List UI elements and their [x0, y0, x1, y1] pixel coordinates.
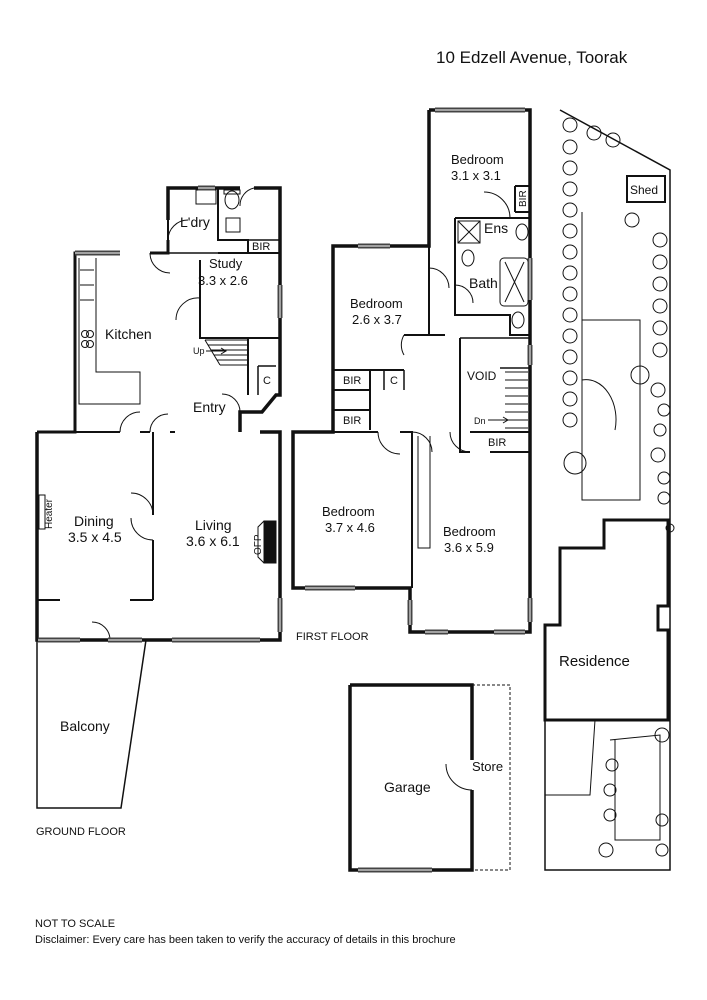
room-study-size: 3.3 x 2.6 [198, 273, 248, 288]
heater-label: Heater [44, 498, 55, 529]
room-bedroom4-label: Bedroom [443, 524, 496, 539]
room-bedroom1-size: 3.1 x 3.1 [451, 168, 501, 183]
room-bedroom2-label: Bedroom [350, 296, 403, 311]
ground-floor-caption: GROUND FLOOR [36, 826, 126, 838]
room-living-size: 3.6 x 6.1 [186, 533, 240, 549]
room-dining-size: 3.5 x 4.5 [68, 529, 122, 545]
room-bedroom2-size: 2.6 x 3.7 [352, 312, 402, 327]
shed-label: Shed [630, 183, 658, 197]
stairs-up-label: Up [193, 346, 205, 356]
room-bir-c-label: BIR [488, 437, 506, 449]
disclaimer-text: Disclaimer: Every care has been taken to… [35, 934, 456, 946]
room-bir-b-label: BIR [343, 415, 361, 427]
room-bedroom4-size: 3.6 x 5.9 [444, 540, 494, 555]
room-store-label: Store [472, 759, 503, 774]
room-kitchen-label: Kitchen [105, 326, 152, 342]
room-bir-ground-label: BIR [252, 241, 270, 253]
fireplace-label: OFP [253, 534, 264, 555]
room-bir-a-label: BIR [343, 375, 361, 387]
room-bir-bedroom1-label: BIR [518, 190, 529, 207]
tree-icons [562, 117, 675, 858]
room-garage-label: Garage [384, 779, 431, 795]
room-ensuite-label: Ens [484, 220, 508, 236]
room-bedroom1-label: Bedroom [451, 152, 504, 167]
first-floor-plan [291, 107, 533, 635]
room-living-label: Living [195, 517, 232, 533]
void-label: VOID [467, 369, 497, 383]
scale-note: NOT TO SCALE [35, 918, 116, 930]
room-bedroom3-size: 3.7 x 4.6 [325, 520, 375, 535]
room-closet-ground-label: C [263, 375, 271, 387]
ground-floor-plan [35, 185, 283, 809]
site-plan [543, 109, 675, 871]
residence-label: Residence [559, 653, 630, 670]
stairs-down-label: Dn [474, 416, 486, 426]
room-laundry-label: L'dry [180, 214, 210, 230]
room-dining-label: Dining [74, 513, 114, 529]
room-labels: L'dry Kitchen Study 3.3 x 2.6 BIR C Up E… [36, 152, 658, 838]
address-title: 10 Edzell Avenue, Toorak [436, 48, 628, 67]
room-bath-label: Bath [469, 275, 498, 291]
room-balcony-label: Balcony [60, 718, 110, 734]
first-floor-caption: FIRST FLOOR [296, 631, 369, 643]
room-entry-label: Entry [193, 399, 226, 415]
room-bedroom3-label: Bedroom [322, 504, 375, 519]
room-study-label: Study [209, 256, 243, 271]
garage-plan [348, 683, 511, 873]
room-closet-first-label: C [390, 375, 398, 387]
